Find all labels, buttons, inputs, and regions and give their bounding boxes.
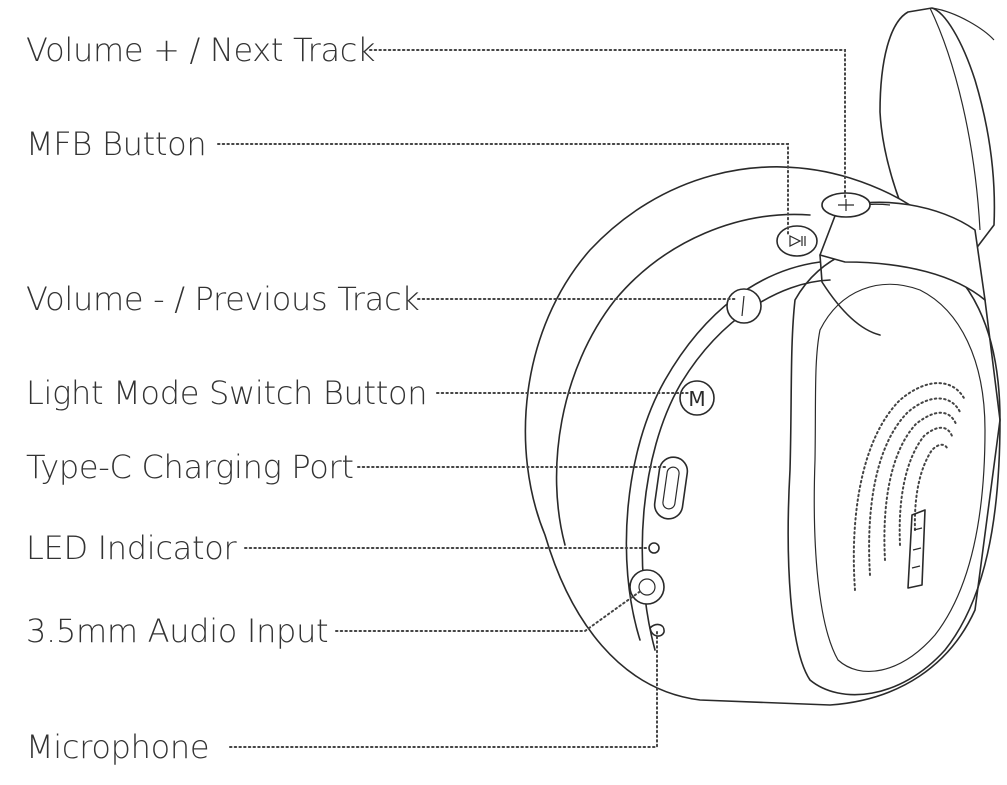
callout-light-mode: Light Mode Switch Button xyxy=(26,374,428,412)
callout-microphone: Microphone xyxy=(26,728,210,766)
volume-up-button xyxy=(821,192,871,218)
callout-volume-up: Volume + / Next Track xyxy=(26,31,376,69)
audio-jack xyxy=(629,569,665,605)
leader-volume-up xyxy=(369,49,846,198)
callout-volume-down: Volume - / Previous Track xyxy=(26,280,420,318)
leader-lines xyxy=(217,49,846,748)
callout-audio-input: 3.5mm Audio Input xyxy=(26,612,329,650)
callout-led: LED Indicator xyxy=(26,529,237,567)
volume-down-button xyxy=(726,288,762,324)
callout-mfb: MFB Button xyxy=(26,125,207,163)
leader-mfb xyxy=(217,143,789,236)
light-mode-button: M xyxy=(679,380,715,416)
mfb-button xyxy=(776,225,818,257)
type-c-port xyxy=(653,456,689,520)
microphone-hole xyxy=(649,623,665,637)
speaker-grille xyxy=(852,382,966,591)
callout-type-c: Type-C Charging Port xyxy=(26,448,354,486)
leader-microphone xyxy=(229,631,658,748)
leader-audio-input xyxy=(335,589,643,632)
led-indicator xyxy=(648,542,660,554)
svg-text:M: M xyxy=(688,387,705,411)
brand-logo-mark xyxy=(907,509,926,589)
ear-cup xyxy=(524,166,1001,706)
